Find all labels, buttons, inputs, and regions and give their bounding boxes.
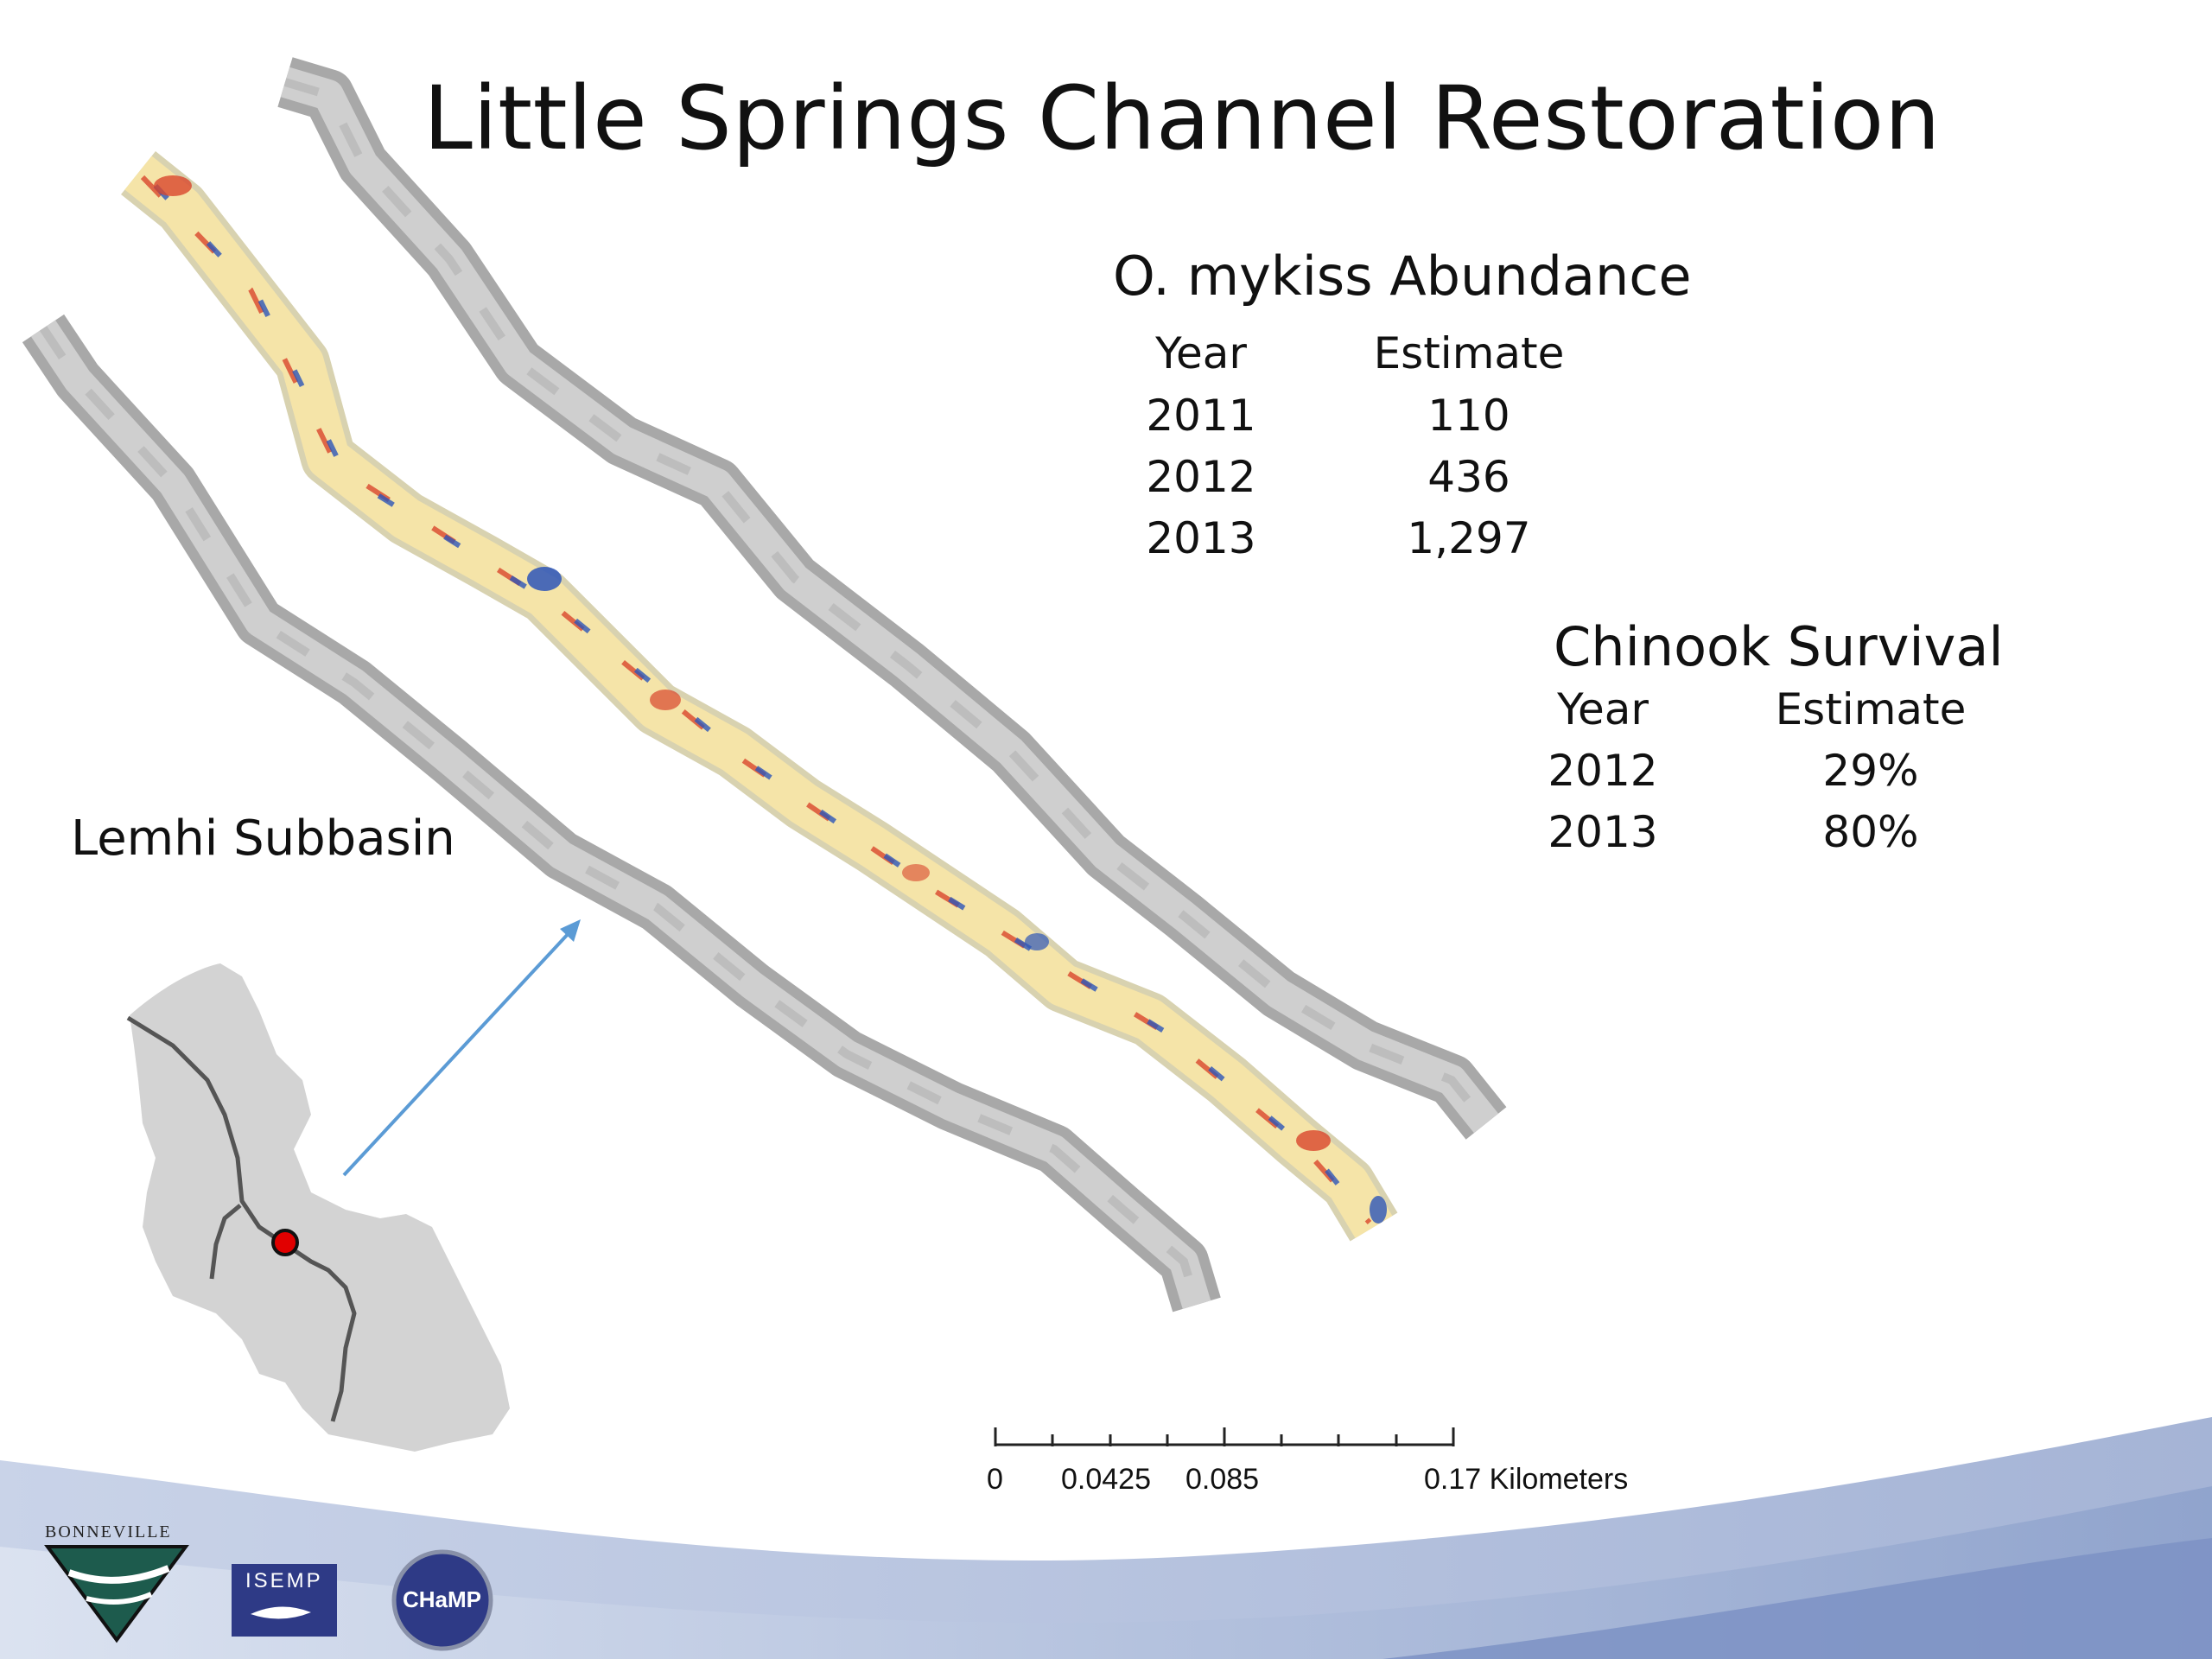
abundance-estimate-cell: 436 — [1427, 452, 1510, 502]
slide-title: Little Springs Channel Restoration — [423, 67, 1941, 170]
survival-col-year: Year — [1557, 684, 1649, 734]
champ-logo-text: CHaMP — [403, 1586, 482, 1612]
location-arrow — [342, 919, 581, 1177]
survival-year-cell: 2012 — [1548, 746, 1658, 796]
scale-label-0-0425: 0.0425 — [1061, 1463, 1151, 1496]
champ-logo — [391, 1549, 493, 1651]
survival-estimate-cell: 29% — [1822, 746, 1919, 796]
scale-label-0-085: 0.085 — [1185, 1463, 1260, 1496]
survival-estimate-cell: 80% — [1822, 807, 1919, 857]
scale-label-0: 0 — [987, 1463, 1003, 1496]
abundance-year-cell: 2011 — [1146, 391, 1256, 441]
footer-wave — [0, 1417, 2212, 1659]
basin-label: Lemhi Subbasin — [71, 810, 455, 867]
scale-bar — [994, 1427, 1455, 1446]
bonneville-logo-text: BONNEVILLE — [45, 1522, 172, 1541]
channel-gray-left — [22, 314, 1221, 1313]
abundance-estimate-cell: 1,297 — [1407, 513, 1531, 563]
abundance-col-estimate: Estimate — [1373, 328, 1565, 378]
abundance-heading: O. mykiss Abundance — [1113, 245, 1692, 308]
channel-gray-right — [277, 57, 1507, 1140]
isemp-logo — [232, 1564, 337, 1637]
subbasin-map — [126, 963, 510, 1452]
scale-label-0-17-km: 0.17 Kilometers — [1424, 1463, 1629, 1496]
channel-habitat-map — [121, 151, 1398, 1242]
abundance-estimate-cell: 110 — [1427, 391, 1510, 441]
bonneville-logo — [44, 1545, 189, 1643]
survival-year-cell: 2013 — [1548, 807, 1658, 857]
isemp-logo-text: ISEMP — [245, 1569, 323, 1592]
abundance-year-cell: 2012 — [1146, 452, 1256, 502]
survival-col-estimate: Estimate — [1775, 684, 1967, 734]
survival-heading: Chinook Survival — [1554, 615, 2004, 678]
abundance-col-year: Year — [1155, 328, 1247, 378]
abundance-year-cell: 2013 — [1146, 513, 1256, 563]
